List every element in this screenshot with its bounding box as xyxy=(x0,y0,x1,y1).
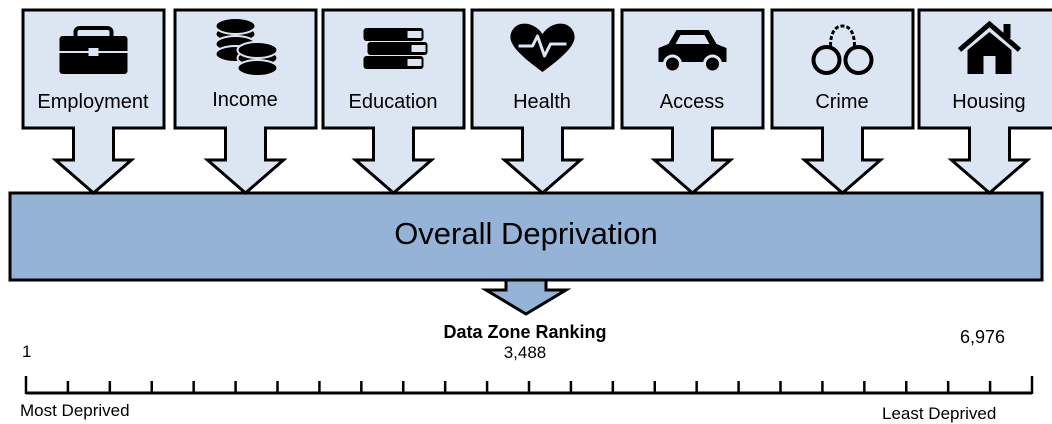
briefcase-icon xyxy=(59,26,128,74)
domain-label-access: Access xyxy=(659,91,725,113)
overall-deprivation-bar xyxy=(8,191,1044,282)
domain-box-crime xyxy=(770,8,915,195)
overall-deprivation-title: Overall Deprivation xyxy=(394,216,658,251)
car-icon xyxy=(658,30,727,74)
books-icon xyxy=(363,28,428,69)
ranking-title: Data Zone Ranking xyxy=(443,322,607,342)
domain-box-access xyxy=(620,8,765,195)
domain-label-employment: Employment xyxy=(37,91,149,113)
ranking-max-value: 6,976 xyxy=(960,327,1006,347)
domain-label-health: Health xyxy=(513,91,571,113)
domain-label-crime: Crime xyxy=(815,91,869,113)
domain-box-housing xyxy=(917,8,1052,195)
domain-label-housing: Housing xyxy=(952,91,1026,113)
domain-box-health xyxy=(470,8,615,195)
domain-label-income: Income xyxy=(212,89,278,111)
domain-box-income xyxy=(173,8,318,195)
heart-pulse-icon xyxy=(510,23,575,72)
domain-label-education: Education xyxy=(348,91,438,113)
ranking-arrow xyxy=(480,278,572,316)
house-icon xyxy=(957,20,1022,74)
least-deprived-label: Least Deprived xyxy=(882,404,997,423)
domain-box-education xyxy=(321,8,466,195)
domain-box-employment xyxy=(21,8,166,195)
ranking-mid-value: 3,488 xyxy=(503,343,547,362)
ranking-min-value: 1 xyxy=(22,342,32,361)
handcuffs-icon xyxy=(811,24,874,75)
most-deprived-label: Most Deprived xyxy=(20,401,130,420)
coins-icon xyxy=(214,17,279,77)
